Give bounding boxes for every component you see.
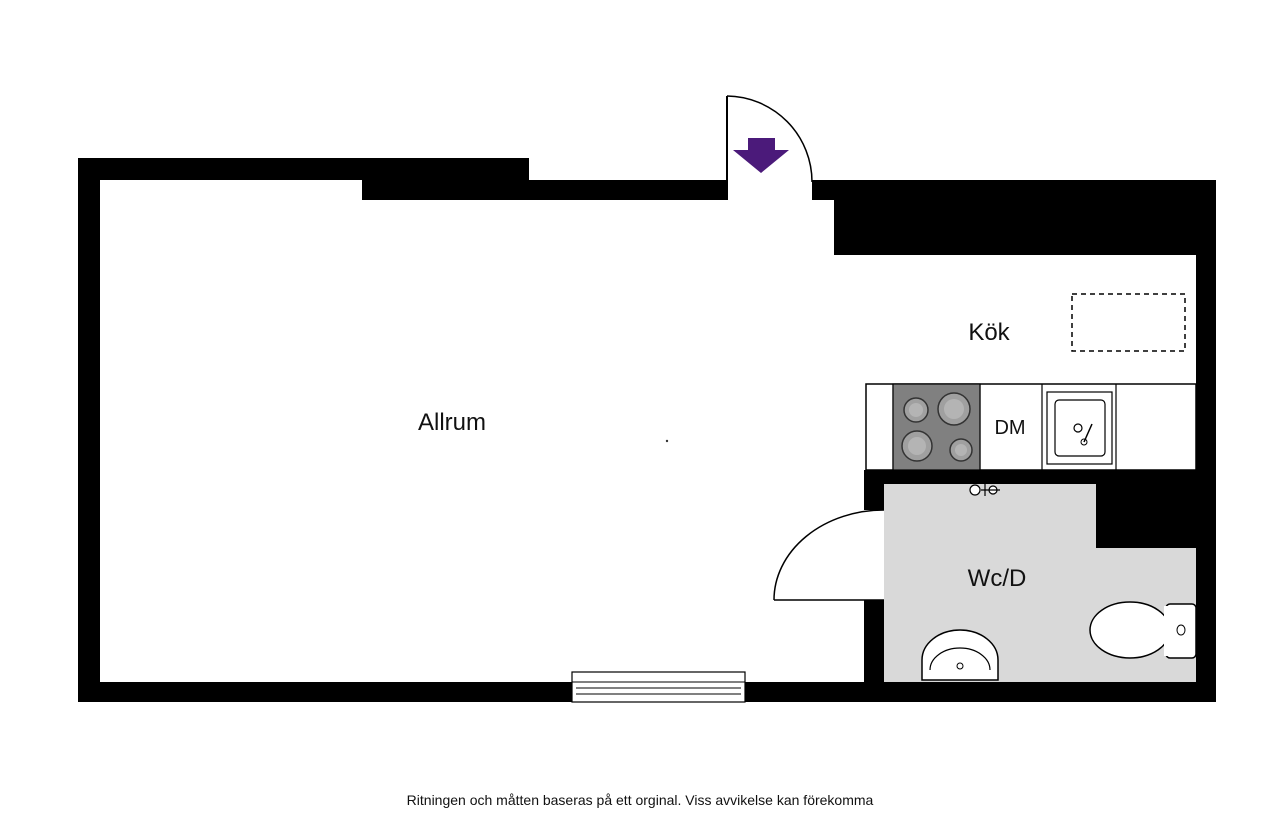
bathroom-sink-icon [921,629,999,681]
kitchen-sink-icon [1046,391,1113,465]
label-dm: DM [994,417,1025,439]
shower-icon [969,484,1000,496]
walls [78,158,1216,702]
bathroom-door [773,509,885,601]
disclaimer-text: Ritningen och måtten baseras på ett orgi… [406,792,874,808]
room-label-wcd: Wc/D [968,565,1027,592]
room-label-kok: Kök [968,319,1010,346]
toilet-icon [1089,601,1197,659]
room-label-allrum: Allrum [418,409,486,436]
window [571,671,746,703]
entrance-arrow-icon [733,138,789,173]
entrance-door [726,95,813,200]
fridge-outline [1071,293,1186,352]
center-dot [665,439,669,443]
stove-icon [892,383,981,471]
